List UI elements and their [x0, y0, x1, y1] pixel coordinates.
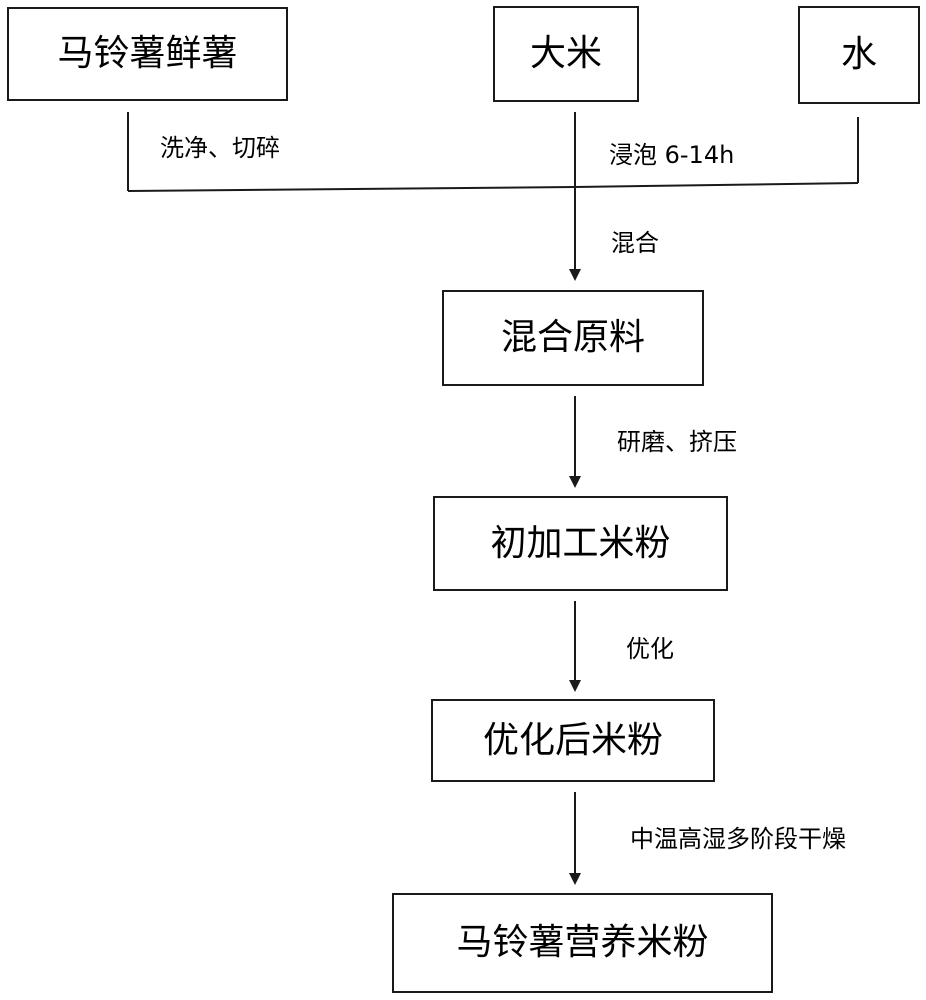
- node-mixed-material: 混合原料: [442, 290, 704, 386]
- node-initial-powder: 初加工米粉: [433, 496, 728, 591]
- edge-label-mix: 混合: [611, 229, 659, 257]
- edge-label-dry: 中温高湿多阶段干燥: [630, 825, 846, 853]
- merge-line-right: [574, 182, 859, 188]
- node-water: 水: [798, 6, 920, 104]
- node-potato: 马铃薯鲜薯: [7, 7, 288, 101]
- edge-label-optimize: 优化: [626, 635, 674, 663]
- merge-line-left: [127, 186, 576, 192]
- node-optimized-powder: 优化后米粉: [431, 699, 715, 782]
- edge-label-wash: 洗净、切碎: [160, 134, 280, 162]
- node-rice: 大米: [493, 6, 639, 102]
- edge-label-grind: 研磨、挤压: [617, 428, 737, 456]
- edge-label-soak: 浸泡 6-14h: [609, 141, 735, 169]
- node-final-product: 马铃薯营养米粉: [392, 893, 773, 993]
